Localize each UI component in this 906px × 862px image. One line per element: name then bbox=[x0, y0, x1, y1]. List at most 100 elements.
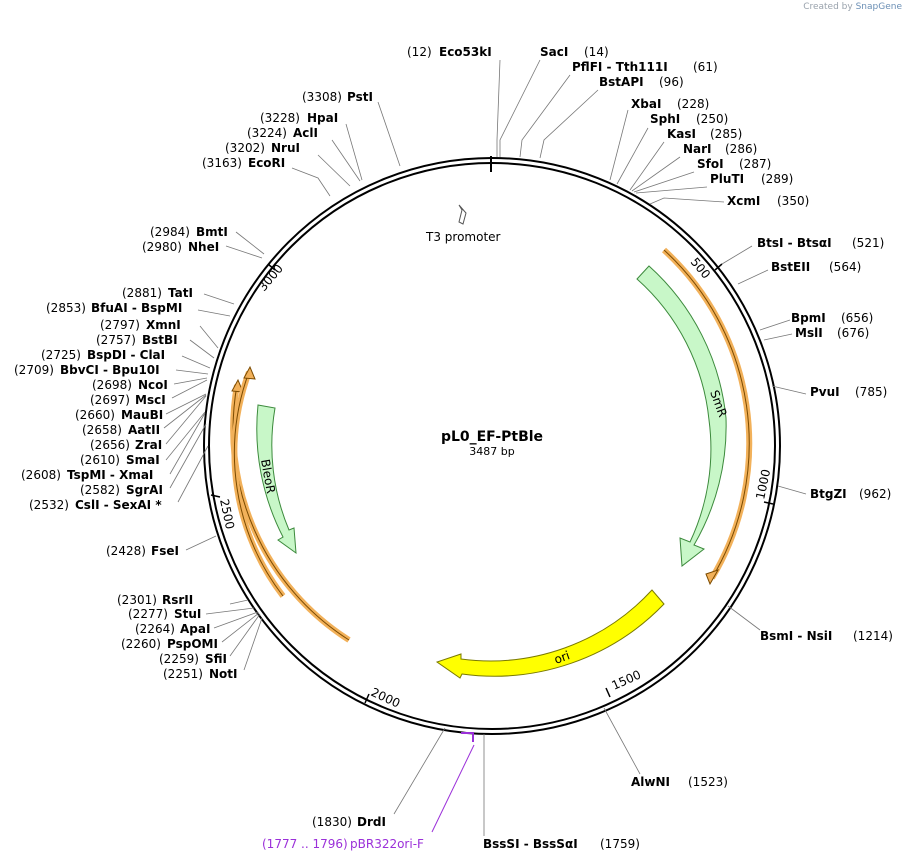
bleor-label: BleoR bbox=[258, 458, 278, 495]
leader-alwni bbox=[603, 707, 641, 775]
ori-label: ori bbox=[552, 648, 571, 666]
credit-brand: SnapGene bbox=[855, 2, 902, 12]
leader-stui bbox=[205, 607, 255, 615]
leader-pvui bbox=[771, 385, 807, 395]
site-name-fsei: FseI bbox=[151, 544, 179, 558]
primer-name: pBR322ori-F bbox=[350, 837, 424, 851]
site-pos-stui: (2277) bbox=[128, 607, 168, 621]
site-pos-alwni: (1523) bbox=[688, 775, 728, 789]
plasmid-length: 3487 bp bbox=[469, 445, 514, 458]
leader-drdi bbox=[393, 727, 446, 815]
site-pos-bmti: (2984) bbox=[150, 225, 190, 239]
leader-msci bbox=[171, 379, 208, 399]
site-pos-xcmi: (350) bbox=[777, 194, 809, 208]
smr-orange-arc-core bbox=[663, 249, 750, 579]
tick-label-2000: 2000 bbox=[369, 685, 403, 711]
site-pos-ecori: (3163) bbox=[202, 156, 242, 170]
leader-pflfi bbox=[519, 74, 571, 158]
leader-noti bbox=[243, 617, 263, 671]
leader-msli bbox=[763, 333, 793, 341]
site-name-aatii: AatII bbox=[128, 423, 160, 437]
site-pos-pspomi: (2260) bbox=[121, 637, 161, 651]
site-pos-sphi: (250) bbox=[696, 112, 728, 126]
site-pos-msci: (2697) bbox=[90, 393, 130, 407]
leader-kasi bbox=[629, 141, 665, 191]
site-pos-sgrai: (2582) bbox=[80, 483, 120, 497]
leader-eco53ki bbox=[496, 59, 501, 157]
site-pos-acli: (3224) bbox=[247, 126, 287, 140]
site-name-rsrii: RsrII bbox=[162, 593, 193, 607]
leader-tati bbox=[203, 293, 235, 305]
tick-3000 bbox=[267, 263, 276, 271]
site-pos-bspdi: (2725) bbox=[41, 348, 81, 362]
primer-position: (1777 .. 1796) bbox=[262, 837, 348, 851]
site-name-tspmi: TspMI - XmaI bbox=[67, 468, 153, 482]
site-pos-saci: (14) bbox=[584, 45, 609, 59]
tick-1500 bbox=[605, 687, 611, 698]
leader-bstbi bbox=[189, 339, 215, 359]
leader-bsmi bbox=[727, 605, 761, 631]
leader-lines bbox=[163, 59, 807, 836]
site-name-ecori: EcoRI bbox=[248, 156, 285, 170]
site-labels: (12) Eco53kI SacI (14) PflFI - Tth111I (… bbox=[14, 45, 893, 851]
site-name-nhei: NheI bbox=[188, 240, 219, 254]
site-pos-msli: (676) bbox=[837, 326, 869, 340]
leader-ecori bbox=[291, 167, 331, 197]
credit-prefix: Created by bbox=[803, 2, 853, 12]
site-name-sfoi: SfoI bbox=[697, 157, 724, 171]
leader-btgzi bbox=[777, 485, 807, 495]
site-pos-bstbi: (2757) bbox=[96, 333, 136, 347]
site-pos-smai: (2610) bbox=[80, 453, 120, 467]
primer-mark bbox=[461, 732, 474, 742]
site-pos-apai: (2264) bbox=[135, 622, 175, 636]
site-name-btsi: BtsI - BtsαI bbox=[757, 236, 832, 250]
site-name-bmti: BmtI bbox=[196, 225, 228, 239]
tick-1000 bbox=[763, 501, 774, 505]
site-name-pluti: PluTI bbox=[710, 172, 744, 186]
site-name-xbai: XbaI bbox=[631, 97, 661, 111]
leader-bfuai bbox=[197, 309, 231, 317]
tick-label-3000: 3000 bbox=[256, 262, 286, 294]
site-name-pflfi: PflFI - Tth111I bbox=[572, 60, 668, 74]
leader-xcmi bbox=[649, 197, 725, 205]
site-name-kasi: KasI bbox=[667, 127, 696, 141]
site-pos-xbai: (228) bbox=[677, 97, 709, 111]
leader-ncoi bbox=[173, 377, 208, 385]
bleor-feature-arrow bbox=[256, 404, 297, 555]
leader-maubi bbox=[165, 393, 207, 415]
leader-nhei bbox=[225, 245, 263, 259]
t3-promoter-arrow bbox=[458, 204, 467, 225]
site-pos-eco53ki: (12) bbox=[407, 45, 432, 59]
tick-500 bbox=[714, 263, 723, 271]
site-name-noti: NotI bbox=[209, 667, 238, 681]
bleor-orange-arrowhead-1 bbox=[231, 378, 244, 393]
leader-bsteii bbox=[737, 269, 769, 285]
site-pos-pflfi: (61) bbox=[693, 60, 718, 74]
leader-sphi bbox=[616, 127, 649, 185]
site-name-bstbi: BstBI bbox=[142, 333, 178, 347]
site-pos-aatii: (2658) bbox=[82, 423, 122, 437]
site-name-sgrai: SgrAI bbox=[126, 483, 163, 497]
site-name-pspomi: PspOMI bbox=[167, 637, 218, 651]
leader-apai bbox=[213, 611, 259, 629]
site-name-bfuai: BfuAI - BspMI bbox=[91, 301, 182, 315]
leader-zrai bbox=[165, 395, 207, 445]
site-name-zrai: ZraI bbox=[135, 438, 162, 452]
t3-promoter-label: T3 promoter bbox=[425, 230, 501, 244]
site-name-maubi: MauBI bbox=[121, 408, 163, 422]
site-pos-bsssi: (1759) bbox=[600, 837, 640, 851]
plasmid-name: pL0_EF-PtBle bbox=[441, 429, 543, 445]
site-pos-psti: (3308) bbox=[302, 90, 342, 104]
site-pos-tati: (2881) bbox=[122, 286, 162, 300]
leader-aatii bbox=[163, 394, 207, 429]
leader-saci bbox=[499, 59, 541, 157]
snapgene-credit: Created by SnapGene bbox=[803, 2, 902, 12]
leader-psti bbox=[377, 101, 401, 167]
site-pos-nari: (286) bbox=[725, 142, 757, 156]
leader-sgrai bbox=[169, 423, 207, 489]
leader-pspomi bbox=[221, 612, 260, 643]
site-pos-pvui: (785) bbox=[855, 385, 887, 399]
site-name-bsteii: BstEII bbox=[771, 260, 810, 274]
site-name-psti: PstI bbox=[347, 90, 373, 104]
